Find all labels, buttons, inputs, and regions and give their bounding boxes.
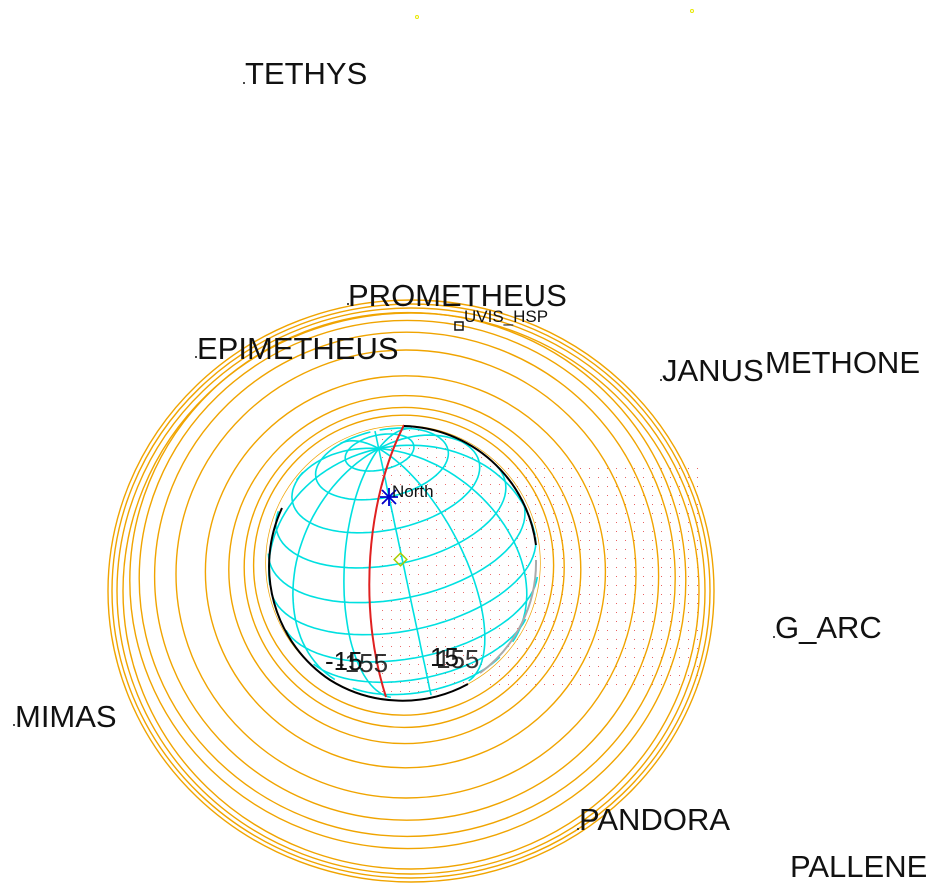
ring-11 bbox=[111, 303, 711, 879]
planet-limb-shaded bbox=[479, 559, 538, 674]
pandora-dot bbox=[577, 828, 579, 830]
terminator-line bbox=[368, 424, 405, 698]
epimetheus-dot bbox=[195, 356, 197, 358]
ring-3 bbox=[228, 394, 582, 745]
meridian-240 bbox=[295, 447, 379, 481]
janus-dot bbox=[660, 379, 662, 381]
meridian-330 bbox=[343, 448, 392, 699]
ring-system bbox=[107, 299, 715, 883]
north-pole-label: North bbox=[392, 482, 434, 501]
ring-10 bbox=[116, 307, 706, 875]
ring-4 bbox=[204, 375, 607, 769]
markers: North UVIS_HSP bbox=[380, 307, 548, 567]
meridian-30 bbox=[378, 447, 486, 682]
grid-label-15: 15 bbox=[430, 642, 459, 672]
lat-lon-grid bbox=[267, 427, 539, 699]
grid-label-155: 155 bbox=[436, 644, 479, 674]
moon-label-pandora: PANDORA bbox=[579, 802, 730, 837]
meridian-180 bbox=[374, 430, 380, 449]
moon-label-mimas: MIMAS bbox=[15, 699, 117, 734]
moon-label-epimetheus: EPIMETHEUS bbox=[197, 331, 399, 366]
meridian-0 bbox=[377, 448, 432, 696]
meridian-210 bbox=[339, 439, 380, 450]
moon-label-tethys: TETHYS bbox=[245, 56, 367, 91]
parallel-0 bbox=[270, 537, 537, 636]
mimas-dot bbox=[13, 724, 15, 726]
uvis-hsp-marker bbox=[454, 321, 464, 331]
meridian-150 bbox=[378, 427, 413, 450]
prometheus-dot bbox=[347, 303, 349, 305]
moon-label-g-arc: G_ARC bbox=[775, 610, 882, 645]
ring-6 bbox=[153, 331, 660, 821]
moon-labels: TETHYS PROMETHEUS EPIMETHEUS JANUS METHO… bbox=[13, 56, 927, 884]
ring-12 bbox=[107, 299, 715, 883]
ring-5 bbox=[175, 349, 637, 799]
meridian-300 bbox=[292, 447, 380, 681]
parallel-15 bbox=[267, 499, 526, 604]
star-0 bbox=[415, 15, 419, 19]
moon-label-pallene: PALLENE bbox=[790, 849, 927, 884]
parallel-45 bbox=[291, 438, 481, 534]
meridian-120 bbox=[378, 434, 467, 450]
g-arc-dot bbox=[773, 636, 775, 638]
tethys-dot bbox=[243, 82, 245, 84]
ring-7 bbox=[138, 319, 676, 838]
moon-label-methone: METHONE bbox=[765, 345, 920, 380]
ring-9 bbox=[122, 312, 700, 870]
moon-label-janus: JANUS bbox=[662, 353, 764, 388]
subpoint-diamond-marker bbox=[393, 552, 408, 567]
ring-2 bbox=[243, 406, 565, 729]
north-pole-marker bbox=[380, 488, 398, 506]
background-stars bbox=[415, 9, 694, 507]
grid-labels: -15 -155 15 155 bbox=[325, 642, 479, 678]
moon-label-prometheus: PROMETHEUS bbox=[348, 278, 567, 313]
grid-label-minus-155: -155 bbox=[336, 648, 388, 678]
ring-1 bbox=[252, 414, 555, 716]
planet-limb bbox=[268, 425, 537, 702]
meridian-60 bbox=[378, 447, 528, 643]
star-1 bbox=[690, 9, 694, 13]
uvis-hsp-label: UVIS_HSP bbox=[464, 307, 548, 326]
grid-label-minus-15: -15 bbox=[325, 646, 363, 676]
